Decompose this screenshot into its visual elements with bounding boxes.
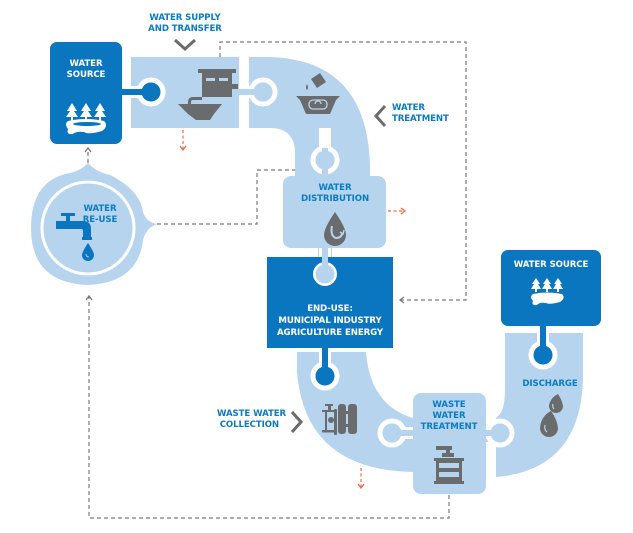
water-drop-cycle-icon (324, 212, 346, 246)
water-source-label-1: WATER (70, 59, 103, 69)
treatment-elbow (249, 57, 370, 180)
reuse-to-distribution-line (157, 166, 322, 225)
wwt-to-reuse-line (85, 294, 450, 519)
dashed-flow-lines (84, 41, 467, 519)
filter-tank-icon (434, 446, 464, 484)
wwt-label-2: WATER (433, 411, 466, 421)
discharge-pipe (496, 333, 583, 477)
supply-to-enduse-bypass-line (219, 41, 467, 304)
discharge-label: DISCHARGE (522, 379, 578, 389)
water-source-2-label: WATER SOURCE (514, 260, 589, 270)
distribution-label-1: WATER (319, 183, 352, 193)
supply-label-1: WATER SUPPLY (149, 13, 221, 23)
distribution-box (283, 176, 386, 248)
chevron-down-icon (173, 38, 197, 52)
reuse-label-1: WATER (84, 204, 117, 214)
wwt-label-1: WASTE (432, 400, 465, 410)
pumping-station-icon (178, 69, 238, 120)
chevron-arrows (173, 38, 387, 434)
water-source-label-2: SOURCE (67, 70, 106, 80)
reuse-node (31, 163, 157, 285)
labels: WATER SOURCE WATER SUPPLY AND TRANSFER W… (67, 13, 589, 432)
end-use-label-3: AGRICULTURE ENERGY (277, 328, 384, 338)
end-use-label-2: MUNICIPAL INDUSTRY (278, 316, 382, 326)
reuse-label-2: RE-USE (83, 215, 118, 225)
trees-lake-icon (531, 278, 564, 306)
end-use-label-1: END-USE: (307, 304, 353, 314)
treatment-basin-icon (296, 73, 340, 114)
chevron-right-icon (290, 410, 304, 434)
pipe-valve-icon (322, 404, 357, 435)
water-source-box (50, 42, 122, 144)
water-drops-icon (540, 394, 563, 437)
collection-label-2: COLLECTION (220, 420, 279, 430)
treatment-label-1: WATER (392, 103, 425, 113)
trees-lake-icon (66, 103, 107, 135)
faucet-icon (56, 213, 94, 261)
collection-label-1: WASTE WATER (217, 409, 286, 419)
chevron-left-icon (373, 104, 387, 128)
wwt-label-3: TREATMENT (421, 422, 478, 432)
supply-label-2: AND TRANSFER (148, 24, 222, 34)
distribution-label-2: DISTRIBUTION (301, 194, 369, 204)
wastewater-treatment-box (413, 393, 486, 494)
treatment-label-2: TREATMENT (392, 114, 449, 124)
loss-arrows (179, 130, 407, 490)
